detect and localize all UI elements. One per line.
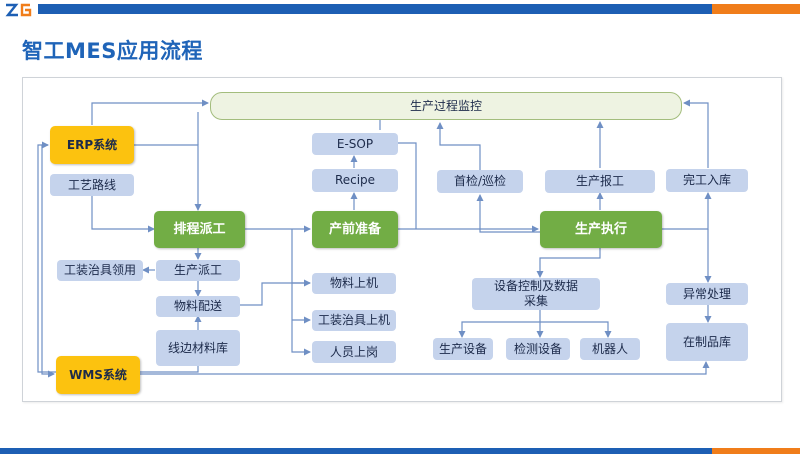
production-dispatch-node: 生产派工 xyxy=(156,260,240,281)
robot-node: 机器人 xyxy=(580,338,640,360)
tooling-issue-node: 工装治具领用 xyxy=(57,260,143,281)
bottom-bar xyxy=(0,448,800,454)
process-route-node: 工艺路线 xyxy=(50,174,134,196)
pre-production-node: 产前准备 xyxy=(312,211,398,248)
finished-storage-node: 完工入库 xyxy=(666,169,748,192)
inspection-equipment-node: 检测设备 xyxy=(506,338,570,360)
first-inspection-node: 首检/巡检 xyxy=(437,170,523,193)
esop-node: E-SOP xyxy=(312,133,398,155)
top-bar-accent xyxy=(712,4,800,14)
top-bar xyxy=(38,4,800,14)
scheduling-node: 排程派工 xyxy=(154,211,245,248)
recipe-node: Recipe xyxy=(312,169,398,192)
production-equipment-node: 生产设备 xyxy=(433,338,493,360)
line-warehouse-node: 线边材料库 xyxy=(156,330,240,366)
production-monitor-node: 生产过程监控 xyxy=(210,92,682,120)
equipment-control-node: 设备控制及数据采集 xyxy=(472,278,600,310)
wms-system-node: WMS系统 xyxy=(56,356,140,394)
page-title: 智工MES应用流程 xyxy=(22,39,203,63)
wip-storage-node: 在制品库 xyxy=(666,323,748,361)
production-report-node: 生产报工 xyxy=(545,170,655,193)
exception-handling-node: 异常处理 xyxy=(666,283,748,305)
staff-on-post-node: 人员上岗 xyxy=(312,341,396,363)
material-delivery-node: 物料配送 xyxy=(156,296,240,317)
production-execution-node: 生产执行 xyxy=(540,211,662,248)
erp-system-node: ERP系统 xyxy=(50,126,134,164)
zg-logo-icon xyxy=(5,3,32,17)
tooling-loading-node: 工装治具上机 xyxy=(312,310,396,331)
material-loading-node: 物料上机 xyxy=(312,273,396,294)
bottom-bar-accent xyxy=(712,448,800,454)
